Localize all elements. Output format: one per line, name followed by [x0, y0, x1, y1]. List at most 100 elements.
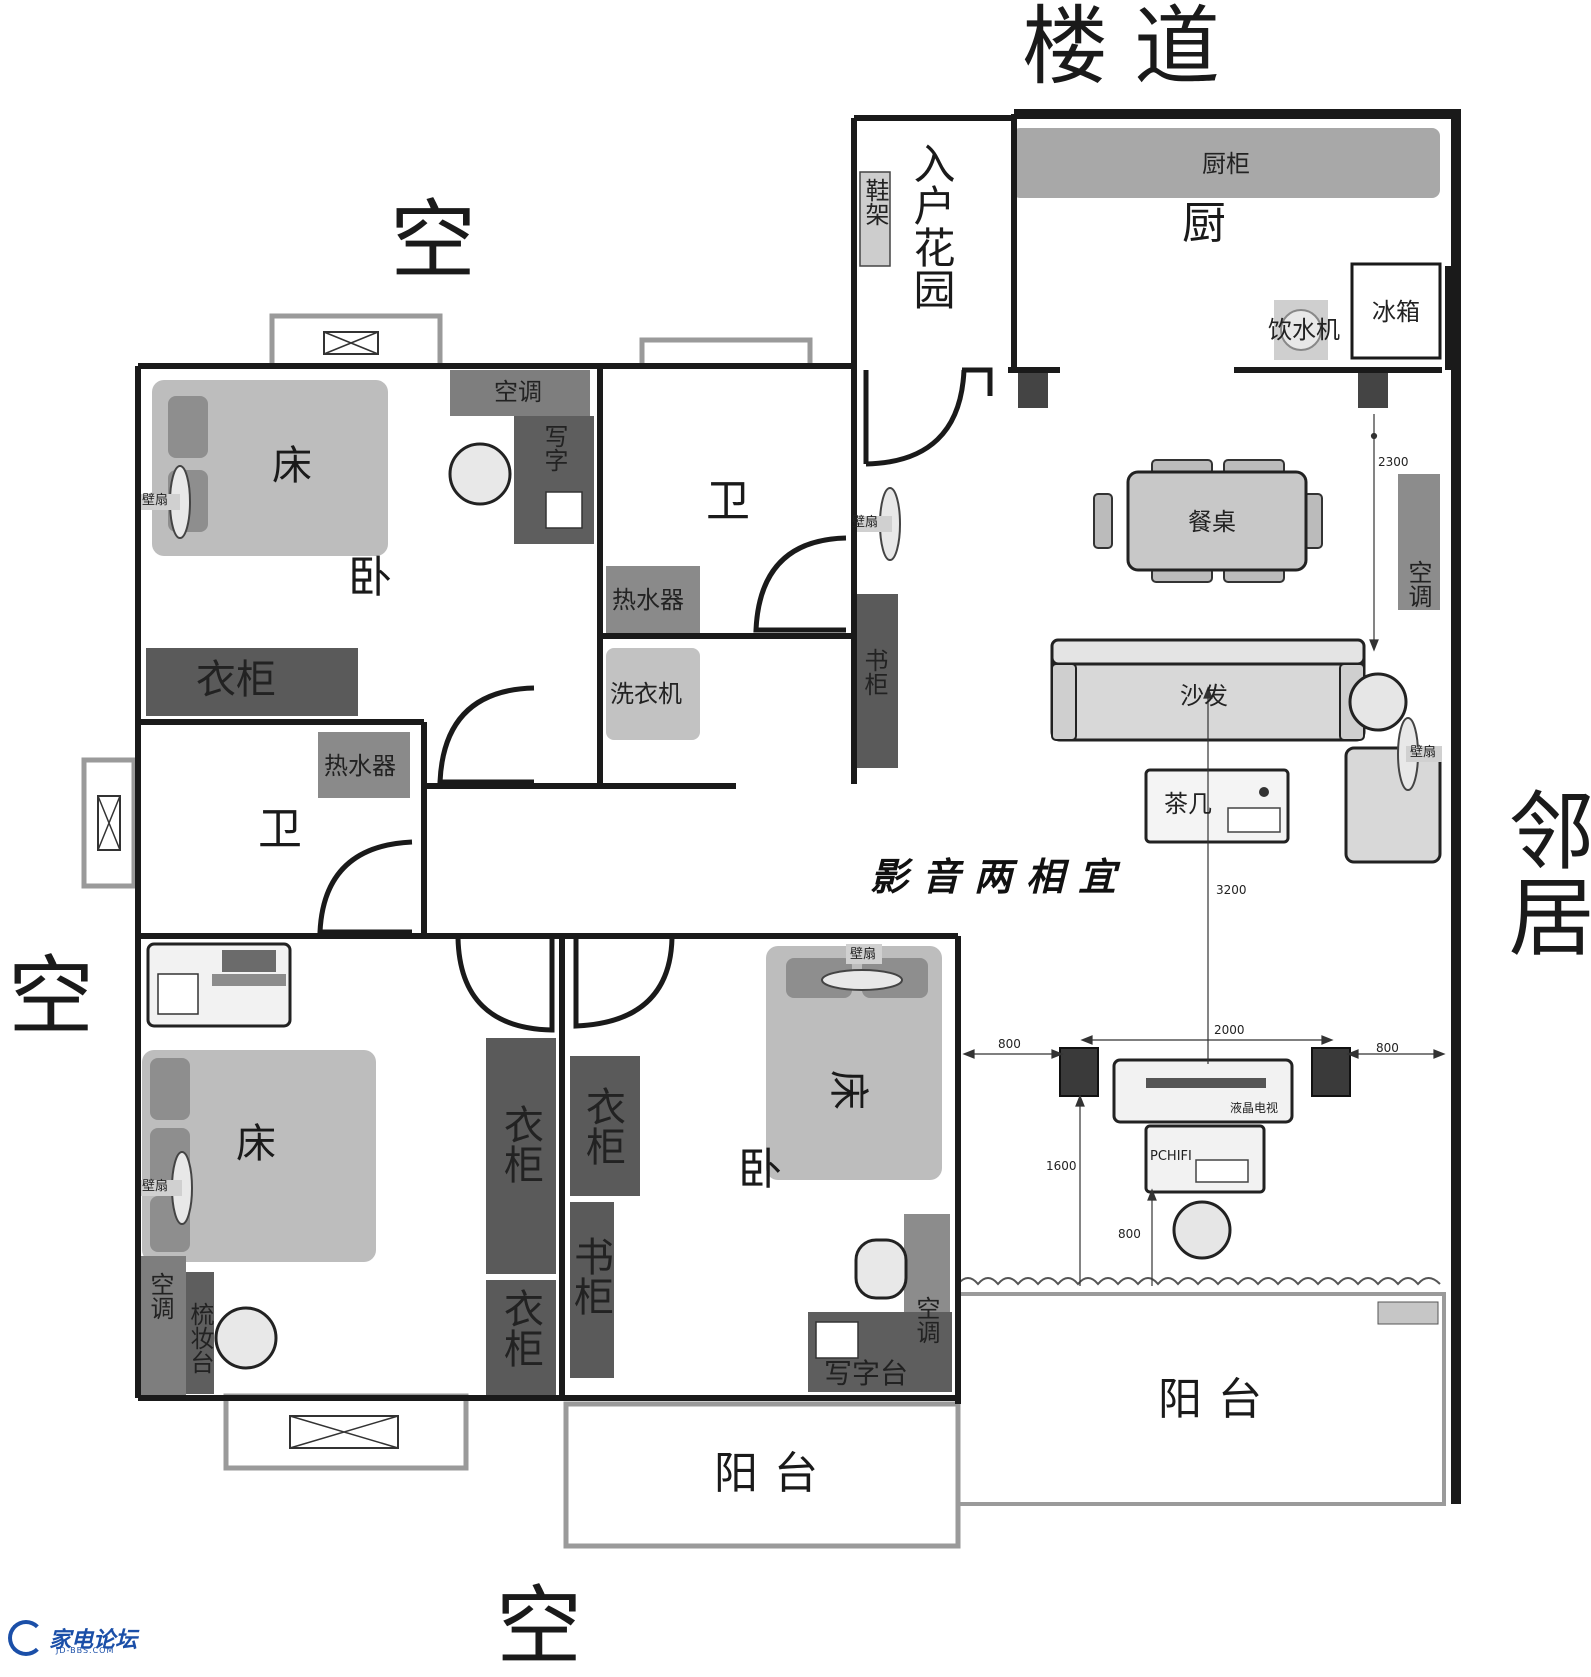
bed-bottom-right — [766, 946, 942, 1180]
keyboard-icon — [545, 491, 583, 529]
wall-fan — [140, 1151, 193, 1225]
room-entry-garden: 入户花园 — [907, 142, 956, 310]
compass-top-left-label: 空 — [390, 191, 476, 291]
room-bath-left: 卫 — [258, 804, 302, 855]
label-wardrobe-mid-b: 衣柜 — [497, 1288, 543, 1368]
wardrobe-bottom-right — [570, 1056, 640, 1196]
dim-800-left: 800 — [998, 1037, 1021, 1051]
lcd-tv — [1146, 1078, 1266, 1088]
ac-bottom-left — [138, 1256, 186, 1398]
wall-fan — [140, 465, 191, 539]
bed-top-left — [152, 380, 388, 556]
label-ac-top-left: 空调 — [494, 378, 542, 406]
shoe-rack — [859, 171, 891, 267]
washing-machine — [606, 648, 700, 740]
label-tea-table: 茶几 — [1164, 790, 1212, 818]
pillow — [168, 396, 208, 458]
dim-2000: 2000 — [1214, 1023, 1245, 1037]
kitchen-cabinet — [1012, 128, 1440, 198]
dim-800-bottom: 800 — [1118, 1227, 1141, 1241]
dim-2300: 2300 — [1378, 455, 1409, 469]
speaker-kitchen-right — [1358, 372, 1388, 408]
sofa-back — [1050, 638, 1366, 666]
monitor-icon — [222, 950, 276, 972]
label-washing-machine: 洗衣机 — [610, 680, 682, 708]
label-shoe-rack: 鞋架 — [861, 178, 889, 226]
wall-fan — [821, 944, 903, 991]
label-dining-table: 餐桌 — [1188, 508, 1236, 536]
room-bedroom-top-left: 卧 — [348, 552, 392, 603]
label-dresser: 梳妆台 — [186, 1302, 214, 1374]
dim-800-right: 800 — [1376, 1041, 1399, 1055]
window-top-left-cross — [323, 331, 379, 355]
keyboard-icon — [1227, 807, 1281, 833]
label-wall-fan: 壁扇 — [142, 1179, 169, 1194]
label-water-heater-2: 热水器 — [612, 586, 684, 614]
sofa-arm — [1051, 663, 1077, 741]
logo-icon — [8, 1620, 44, 1656]
label-bookcase-hall: 书柜 — [860, 648, 888, 696]
compass-left-label: 空 — [8, 947, 94, 1047]
room-kitchen: 厨 — [1182, 198, 1226, 249]
label-wall-fan: 壁扇 — [1410, 745, 1437, 760]
label-bed-top-left: 床 — [272, 443, 312, 489]
window-bath-top — [639, 337, 813, 369]
label-lcd-tv: 液晶电视 — [1230, 1101, 1279, 1115]
room-balcony-large: 阳台 — [1158, 1374, 1278, 1425]
wall-fan — [1397, 717, 1442, 791]
bed-bottom-left — [142, 1050, 376, 1262]
label-wall-fan: 壁扇 — [852, 515, 879, 530]
label-water-heater-1: 热水器 — [324, 752, 396, 780]
speaker-kitchen-left — [1018, 372, 1048, 408]
compass-bottom-label: 空 — [496, 1577, 582, 1677]
wardrobe-mid-b — [486, 1280, 556, 1396]
label-sofa: 沙发 — [1180, 682, 1228, 710]
window-left — [81, 757, 137, 889]
speaker-front-right — [1311, 1047, 1351, 1097]
compass-right-label: 邻居 — [1493, 786, 1591, 958]
chair-bottom-right — [854, 1238, 908, 1300]
pillow — [150, 1058, 190, 1120]
window-bottom-left-cross — [289, 1415, 399, 1449]
room-balcony-small: 阳台 — [714, 1448, 834, 1499]
ac-living — [1398, 474, 1440, 610]
dining-table — [1126, 470, 1308, 572]
air-vent — [1377, 1301, 1439, 1325]
compass-top-label: 楼道 — [1022, 0, 1246, 97]
chair-top-left — [448, 442, 512, 506]
tv-cabinet — [1112, 1058, 1294, 1124]
watermark-name: 家电论坛 — [49, 1628, 138, 1653]
tea-cup-icon — [1259, 787, 1269, 797]
chair-bottom-left — [214, 1306, 278, 1370]
keyboard-icon — [815, 1321, 859, 1359]
water-dispenser-top — [1280, 309, 1322, 351]
keyboard-icon — [1195, 1159, 1249, 1183]
label-fridge: 冰箱 — [1372, 298, 1420, 326]
walls — [135, 109, 1461, 1504]
window-left-cross — [97, 795, 121, 851]
wardrobe-mid-a — [486, 1038, 556, 1274]
dresser — [186, 1272, 214, 1394]
chair — [1093, 493, 1113, 549]
label-ac-bottom-right: 空调 — [912, 1296, 940, 1344]
label-kitchen-cabinet: 厨柜 — [1202, 150, 1250, 178]
monitor-icon — [212, 974, 286, 986]
label-wall-fan: 壁扇 — [850, 947, 877, 962]
room-bedroom-bottom-right: 卧 — [738, 1144, 782, 1195]
slogan: 影音两相宜 — [870, 854, 1131, 899]
fridge — [1350, 262, 1442, 360]
bookcase-bottom-right — [570, 1202, 614, 1378]
dimension-lines — [962, 414, 1446, 1286]
stool — [1348, 672, 1408, 732]
armchair — [1344, 746, 1442, 864]
label-ac-bottom-left: 空调 — [146, 1272, 174, 1320]
speaker-front-left — [1059, 1047, 1099, 1097]
label-desk-top-left: 写字 — [540, 424, 568, 472]
label-water-dispenser: 饮水机 — [1268, 316, 1340, 344]
water-heater-1 — [318, 732, 410, 798]
room-bath-top: 卫 — [706, 476, 750, 527]
label-bed-bottom-right: 床 — [825, 1070, 871, 1110]
label-desk-bottom-right: 写字台 — [824, 1357, 909, 1390]
watermark-logo: 家电论坛 JD-BBS.COM — [8, 1620, 137, 1656]
